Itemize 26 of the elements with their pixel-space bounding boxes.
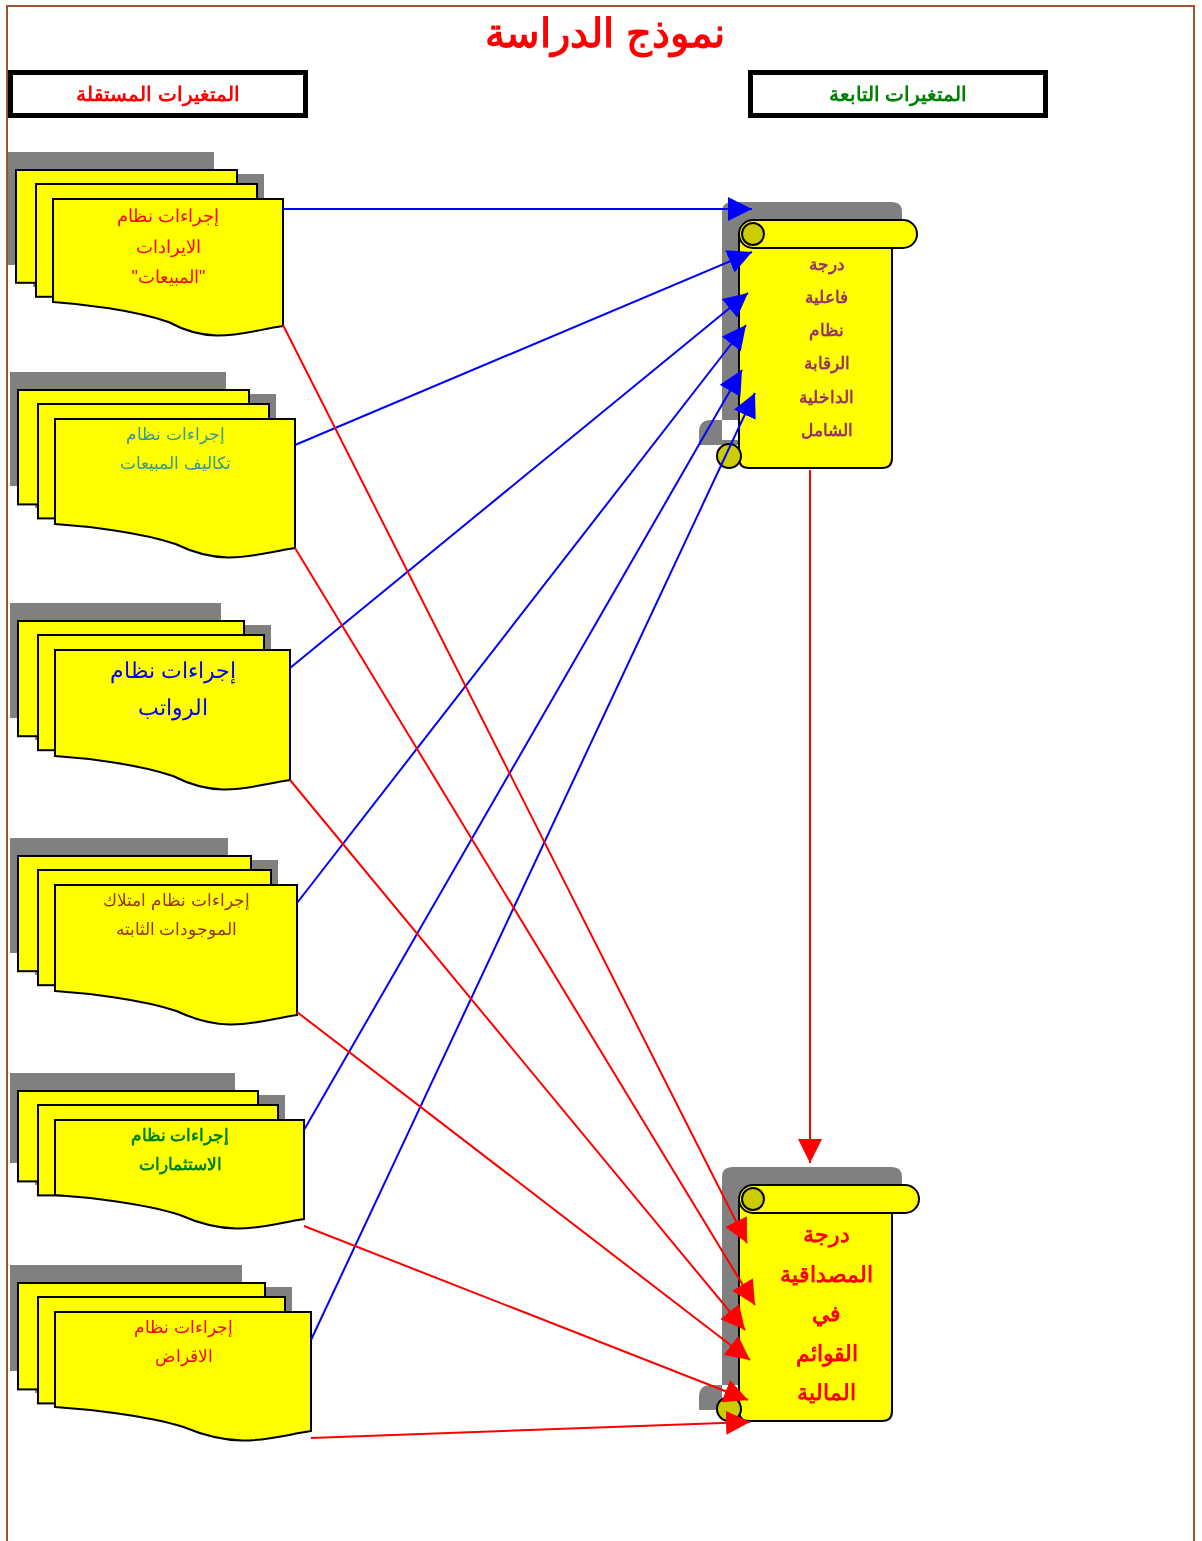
arrow [282, 197, 753, 221]
arrow [282, 324, 748, 1244]
header-label: المتغيرات التابعة [827, 82, 969, 106]
node-label: إجراءات نظام امتلاك الموجودات الثابته [102, 890, 251, 942]
arrow [310, 392, 756, 1341]
diagram-title: نموذج الدراسة [400, 10, 810, 56]
node-label: إجراءات نظام تكاليف المبيعات [119, 424, 232, 475]
arrow [294, 250, 753, 446]
arrow [303, 1225, 749, 1403]
node-label: درجة فاعلية نظام الرقابة الداخلية الشامل [798, 254, 855, 442]
arrow [289, 779, 746, 1331]
node-label: إجراءات نظام الاقراض [133, 1317, 234, 1369]
node-label: إجراءات نظام الرواتب [108, 657, 238, 723]
header-label: المتغيرات المستقلة [75, 82, 241, 106]
arrow [289, 292, 749, 669]
arrow [303, 369, 743, 1131]
node-label: إجراءات نظام الاستثمارات [129, 1125, 231, 1177]
header-box [8, 70, 308, 118]
header-box [748, 70, 1048, 118]
arrow [296, 324, 747, 904]
arrow [798, 469, 822, 1164]
arrow [296, 1011, 751, 1361]
arrow [310, 1410, 751, 1439]
node-label: إجراءات نظام الايرادات "المبيعات" [116, 205, 221, 290]
node-label: درجة المصداقية في القوائم المالية [779, 1221, 874, 1408]
arrow [294, 547, 756, 1306]
